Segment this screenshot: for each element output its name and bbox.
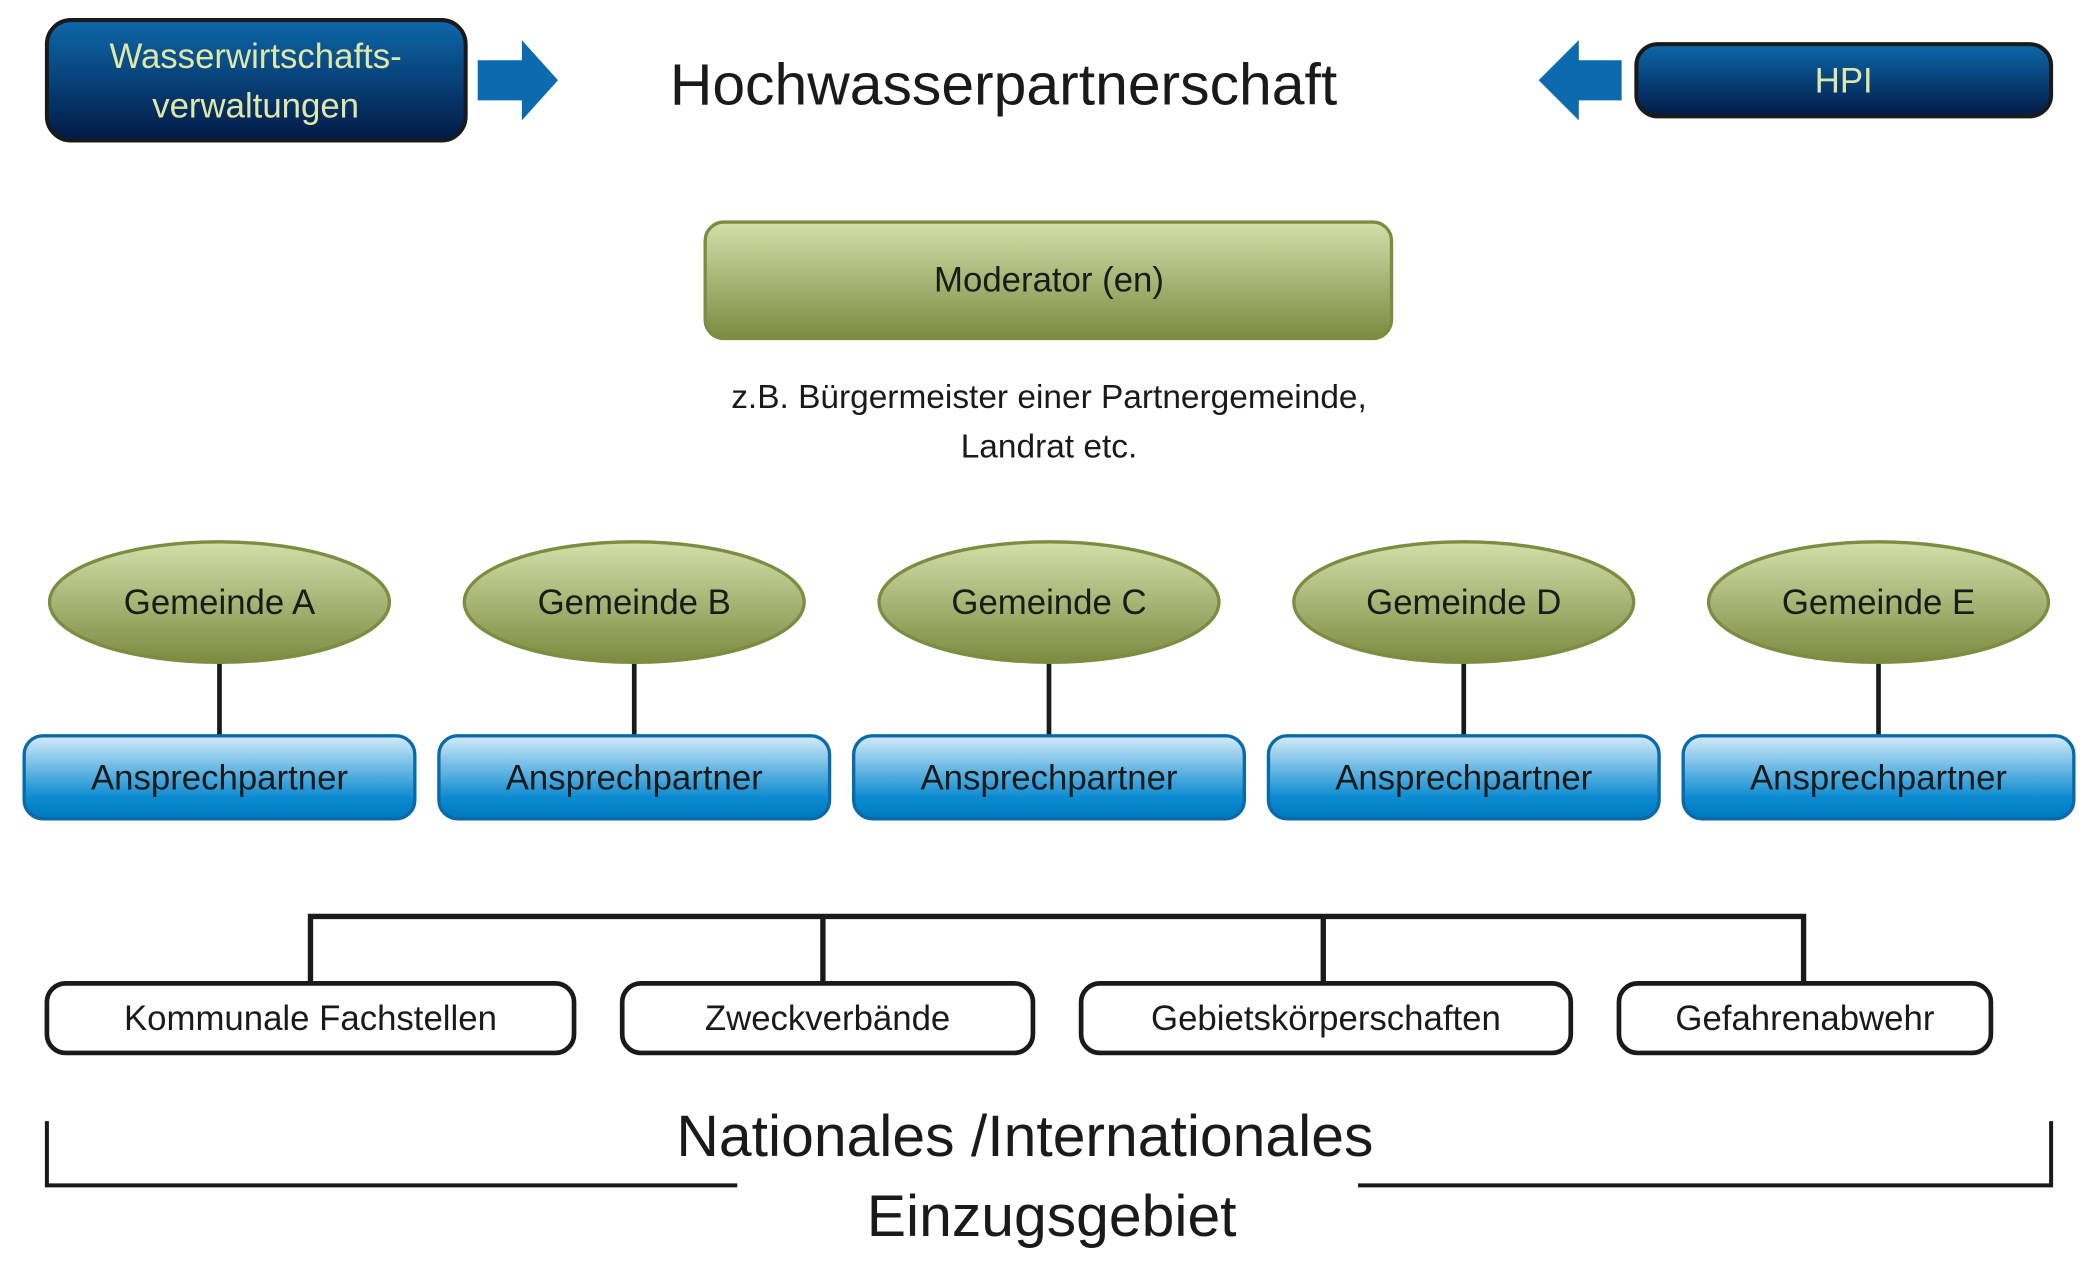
municipality-ellipse	[47, 540, 392, 664]
municipality-name: Gemeinde A	[124, 584, 316, 622]
contact-box	[22, 734, 417, 821]
moderator-note-line2: Landrat etc.	[961, 429, 1138, 466]
contact-label: Ansprechpartner	[1335, 759, 1592, 797]
water-management-label-line1: Wasserwirtschafts-	[109, 38, 401, 76]
municipalities: Gemeinde A Ansprechpartner Gemeinde B Anspr…	[22, 540, 2076, 821]
contact-box	[437, 734, 832, 821]
moderator-box: Moderator (en)	[703, 220, 1394, 341]
moderator-label: Moderator (en)	[934, 262, 1164, 300]
contact-label: Ansprechpartner	[91, 759, 348, 797]
catchment-bracket	[44, 1121, 2054, 1188]
municipality-ellipse	[1706, 540, 2051, 664]
contact-label: Ansprechpartner	[506, 759, 763, 797]
municipality-group: Gemeinde E Ansprechpartner	[1681, 540, 2076, 821]
municipality-group: Gemeinde B Ansprechpartner	[437, 540, 832, 821]
institution-box: Gebietskörperschaften	[1078, 981, 1574, 1056]
municipality-name: Gemeinde C	[951, 584, 1146, 622]
page-title: Hochwasserpartnerschaft	[670, 52, 1337, 117]
water-management-box: Wasserwirtschafts- verwaltungen	[44, 18, 468, 143]
arrow-left-icon	[1538, 40, 1622, 121]
municipality-ellipse	[462, 540, 806, 664]
institution-box: Zweckverbände	[619, 981, 1036, 1056]
catchment-label-line1: Nationales /Internationales	[676, 1104, 1373, 1169]
contact-label: Ansprechpartner	[920, 759, 1177, 797]
institutions: Kommunale Fachstellen Zweckverbände Gebiet…	[44, 981, 1994, 1056]
contact-box	[1681, 734, 2076, 821]
contact-box	[1266, 734, 1661, 821]
catchment-label-line2: Einzugsgebiet	[867, 1184, 1237, 1249]
institution-box: Kommunale Fachstellen	[44, 981, 577, 1056]
institution-label: Gebietskörperschaften	[1151, 1000, 1501, 1038]
contact-label: Ansprechpartner	[1750, 759, 2007, 797]
municipality-ellipse	[877, 540, 1221, 664]
institution-label: Gefahrenabwehr	[1675, 1000, 1934, 1038]
municipality-group: Gemeinde D Ansprechpartner	[1266, 540, 1661, 821]
institution-connector	[307, 913, 1807, 984]
municipality-group: Gemeinde A Ansprechpartner	[22, 540, 417, 821]
municipality-group: Gemeinde C Ansprechpartner	[851, 540, 1247, 821]
contact-box	[851, 734, 1247, 821]
hpi-label: HPI	[1815, 62, 1873, 100]
municipality-name: Gemeinde B	[538, 584, 731, 622]
moderator-note-line1: z.B. Bürgermeister einer Partnergemeinde…	[731, 379, 1367, 416]
institution-label: Kommunale Fachstellen	[124, 1000, 497, 1038]
municipality-name: Gemeinde D	[1366, 584, 1561, 622]
institution-box: Gefahrenabwehr	[1616, 981, 1994, 1056]
institution-label: Zweckverbände	[705, 1000, 950, 1038]
municipality-name: Gemeinde E	[1782, 584, 1975, 622]
municipality-ellipse	[1292, 540, 1636, 664]
hpi-box: HPI	[1634, 42, 2054, 119]
water-management-label-line2: verwaltungen	[152, 88, 359, 126]
arrow-right-icon	[477, 40, 558, 121]
